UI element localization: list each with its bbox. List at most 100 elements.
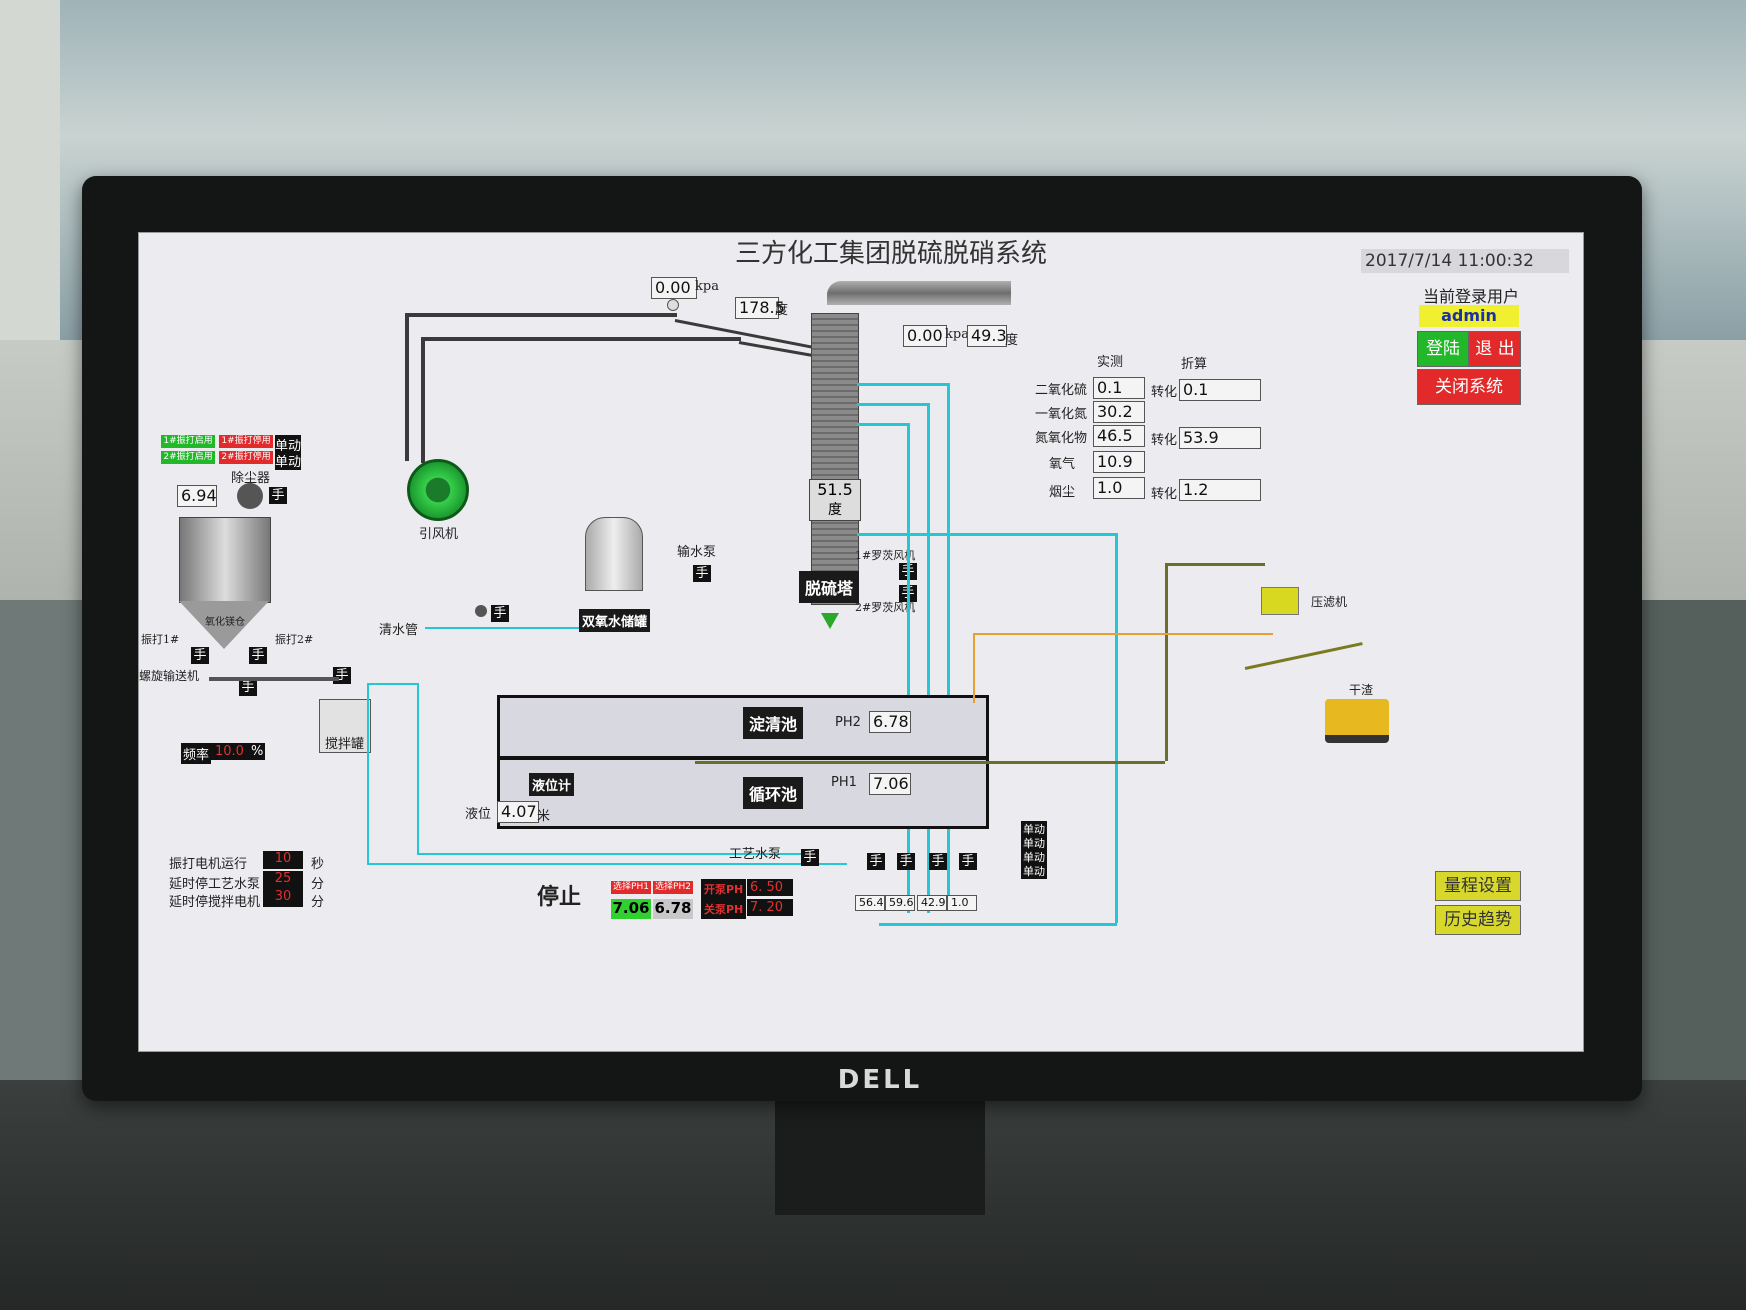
emission-measured: 46.5 — [1093, 425, 1145, 447]
emission-measured: 0.1 — [1093, 377, 1145, 399]
rapper2-stop-button[interactable]: 2#振打停用 — [219, 451, 273, 464]
timer-value[interactable]: 10 — [263, 851, 303, 869]
rapper1-stop-button[interactable]: 1#振打停用 — [219, 435, 273, 448]
roots-fan-1-label: 1#罗茨风机 — [855, 549, 916, 562]
page-title: 三方化工集团脱硫脱硝系统 — [735, 239, 1048, 269]
pump-value: 56.4 — [855, 895, 885, 911]
silo-cone — [179, 601, 269, 649]
history-trend-button[interactable]: 历史趋势 — [1435, 905, 1521, 935]
emission-name: 一氧化氮 — [1035, 407, 1088, 422]
pump-mode-label: 单动 — [1021, 863, 1047, 879]
timer-value[interactable]: 25 — [263, 871, 303, 889]
hand-mode-icon[interactable]: 手 — [867, 853, 885, 870]
rapper1-start-button[interactable]: 1#振打启用 — [161, 435, 215, 448]
hand-mode-icon[interactable]: 手 — [269, 487, 287, 504]
outlet-pressure-unit: kpa — [945, 327, 969, 342]
roots-fan-2-label: 2#罗茨风机 — [855, 601, 916, 614]
circ-pool-label: 循环池 — [743, 777, 804, 809]
current-user: admin — [1419, 305, 1519, 327]
inlet-pressure-unit: kpa — [695, 279, 719, 294]
convert-label: 转化 — [1151, 385, 1178, 400]
hand-mode-icon[interactable]: 手 — [491, 605, 509, 622]
hand-mode-icon[interactable]: 手 — [897, 853, 915, 870]
pump-mode-label: 单动 — [1021, 821, 1047, 837]
close-pump-ph-value[interactable]: 7. 20 — [747, 899, 793, 916]
select-ph1-button[interactable]: 选择PH1 — [611, 881, 651, 894]
slurry-pipe — [1165, 563, 1168, 761]
hand-mode-icon[interactable]: 手 — [191, 647, 209, 664]
select-ph2-button[interactable]: 选择PH2 — [653, 881, 693, 894]
silo-label: 氧化镁仓 — [205, 617, 245, 628]
hand-mode-icon[interactable]: 手 — [959, 853, 977, 870]
open-pump-ph-value[interactable]: 6. 50 — [747, 879, 793, 896]
hand-mode-icon[interactable]: 手 — [249, 647, 267, 664]
timer-unit: 秒 — [311, 857, 325, 872]
level-unit: 米 — [537, 809, 551, 824]
induced-fan-label: 引风机 — [419, 527, 459, 542]
freq-value: 10.0 — [209, 743, 250, 760]
ph2-label: PH2 — [835, 715, 861, 730]
water-pipe — [367, 683, 369, 863]
water-pipe — [947, 383, 950, 903]
water-pipe — [927, 403, 930, 913]
monitor-stand — [775, 1095, 985, 1215]
slurry-pipe — [695, 761, 1165, 764]
water-pipe — [417, 683, 419, 853]
pump-value: 42.9 — [917, 895, 947, 911]
hand-mode-icon[interactable]: 手 — [239, 679, 257, 696]
hand-mode-icon[interactable]: 手 — [929, 853, 947, 870]
silo-body — [179, 517, 271, 603]
rapper2-label: 振打2# — [275, 633, 314, 646]
convert-label: 转化 — [1151, 487, 1178, 502]
hand-mode-icon[interactable]: 手 — [693, 565, 711, 582]
water-pipe — [857, 423, 907, 426]
hand-mode-icon[interactable]: 手 — [801, 849, 819, 866]
col-converted: 折算 — [1181, 357, 1208, 372]
ph1-selected-value: 7.06 — [611, 899, 651, 919]
conveyor-belt — [1244, 642, 1363, 670]
water-pump-label: 输水泵 — [677, 545, 717, 560]
peroxide-tank — [585, 517, 643, 591]
flue-pipe — [421, 337, 425, 463]
screw-conveyor-label: 螺旋输送机 — [139, 669, 200, 683]
emission-converted: 1.2 — [1179, 479, 1261, 501]
outlet-pressure-value: 0.00 — [903, 325, 947, 347]
range-settings-button[interactable]: 量程设置 — [1435, 871, 1521, 901]
level-meter-label: 液位计 — [529, 773, 575, 796]
emission-measured: 1.0 — [1093, 477, 1145, 499]
logout-button[interactable]: 退 出 — [1469, 331, 1521, 367]
hand-mode-icon[interactable]: 手 — [333, 667, 351, 684]
slurry-pipe — [973, 633, 1273, 635]
desulf-tower-label: 脱硫塔 — [799, 571, 860, 603]
dust-collector-label: 除尘器 — [231, 471, 271, 486]
open-pump-ph-label: 开泵PH — [701, 879, 747, 899]
water-pipe — [425, 627, 579, 629]
dell-logo: DELL — [837, 1065, 923, 1095]
pressure-gauge-icon — [667, 299, 679, 311]
dump-truck-icon — [1325, 699, 1389, 743]
timer-value[interactable]: 30 — [263, 889, 303, 907]
emission-converted: 0.1 — [1179, 379, 1261, 401]
inlet-temp-unit: 度 — [775, 303, 789, 318]
hmi-screen: 三方化工集团脱硫脱硝系统 2017/7/14 11:00:32 当前登录用户 a… — [138, 232, 1584, 1052]
water-pipe — [1115, 533, 1118, 923]
inlet-pressure-value: 0.00 — [651, 277, 697, 299]
close-system-button[interactable]: 关闭系统 — [1417, 369, 1521, 405]
rapper2-start-button[interactable]: 2#振打启用 — [161, 451, 215, 464]
water-pipe — [879, 923, 1117, 926]
outlet-temp-unit: 度 — [1005, 333, 1019, 348]
rapper-mode-label: 单动 — [275, 451, 302, 470]
col-measured: 实测 — [1097, 355, 1124, 370]
water-pipe — [367, 863, 847, 865]
dry-slag-label: 干渣 — [1349, 683, 1374, 697]
timer-label: 振打电机运行 — [169, 857, 248, 872]
rapper1-label: 振打1# — [141, 633, 180, 646]
freq-label: 频率 — [181, 743, 212, 764]
emission-name: 氧气 — [1049, 457, 1076, 472]
process-pump-label: 工艺水泵 — [729, 847, 782, 862]
level-value: 4.07 — [497, 801, 539, 823]
login-button[interactable]: 登陆 — [1417, 331, 1469, 367]
pump-mode-label: 单动 — [1021, 849, 1047, 865]
ph1-value: 7.06 — [869, 773, 911, 795]
timer-label: 延时停搅拌电机 — [169, 895, 261, 910]
